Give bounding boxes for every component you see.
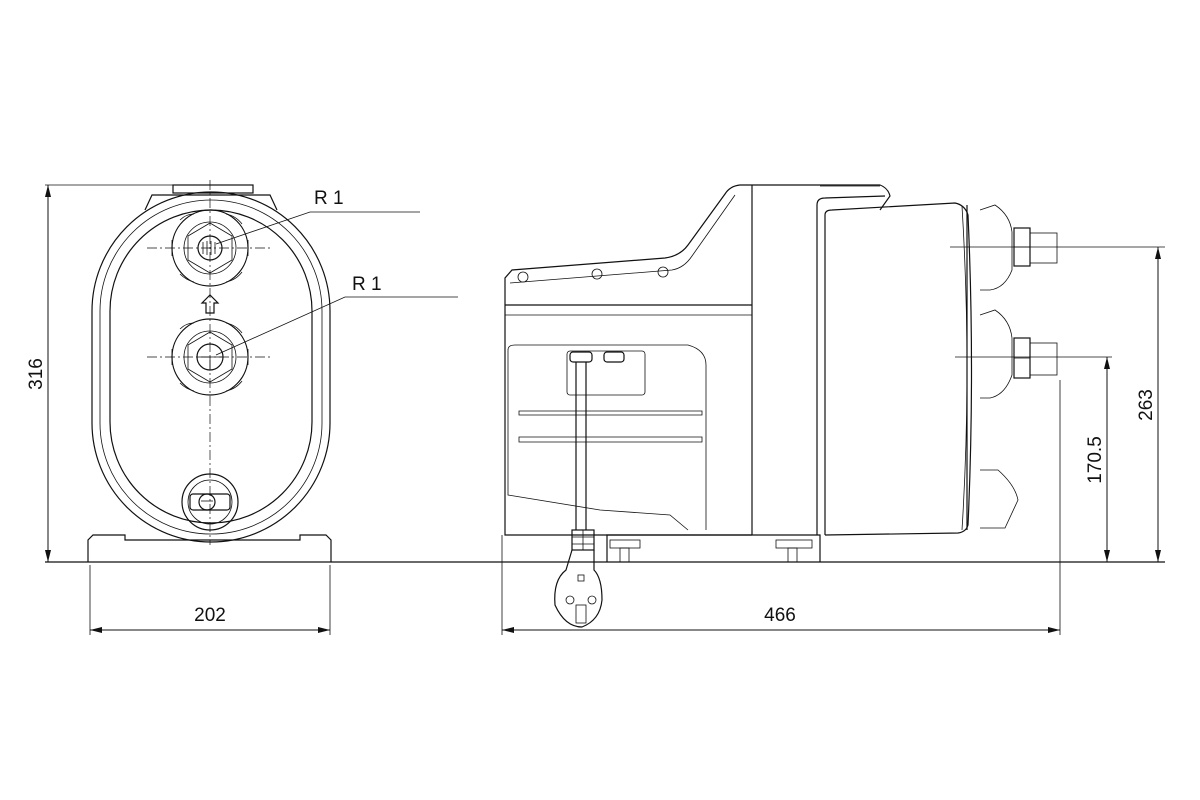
front-base [87, 534, 332, 562]
side-view: 466 263 170.5 [501, 184, 1165, 635]
pump-cover [816, 195, 973, 536]
length-dimension: 466 [764, 605, 796, 626]
inlet-height-dimension: 170.5 [1085, 436, 1106, 484]
flow-arrow-icon [200, 294, 220, 314]
width-dimension: 202 [194, 605, 226, 626]
thread-label-outlet: R 1 [314, 188, 344, 209]
thread-label-inlet: R 1 [352, 274, 382, 295]
front-view: R 1 R 1 316 202 [26, 180, 458, 635]
inlet-port-front [171, 318, 249, 396]
side-base [606, 534, 821, 562]
pump-front-outline [91, 191, 331, 543]
power-cable-plug [554, 362, 603, 628]
drain-plug-front [181, 473, 239, 531]
outlet-port-front [171, 209, 249, 287]
carry-handle [504, 184, 891, 305]
outlet-height-dimension: 263 [1136, 389, 1157, 421]
inlet-fitting-side [1013, 337, 1058, 379]
height-dimension: 316 [26, 358, 47, 390]
